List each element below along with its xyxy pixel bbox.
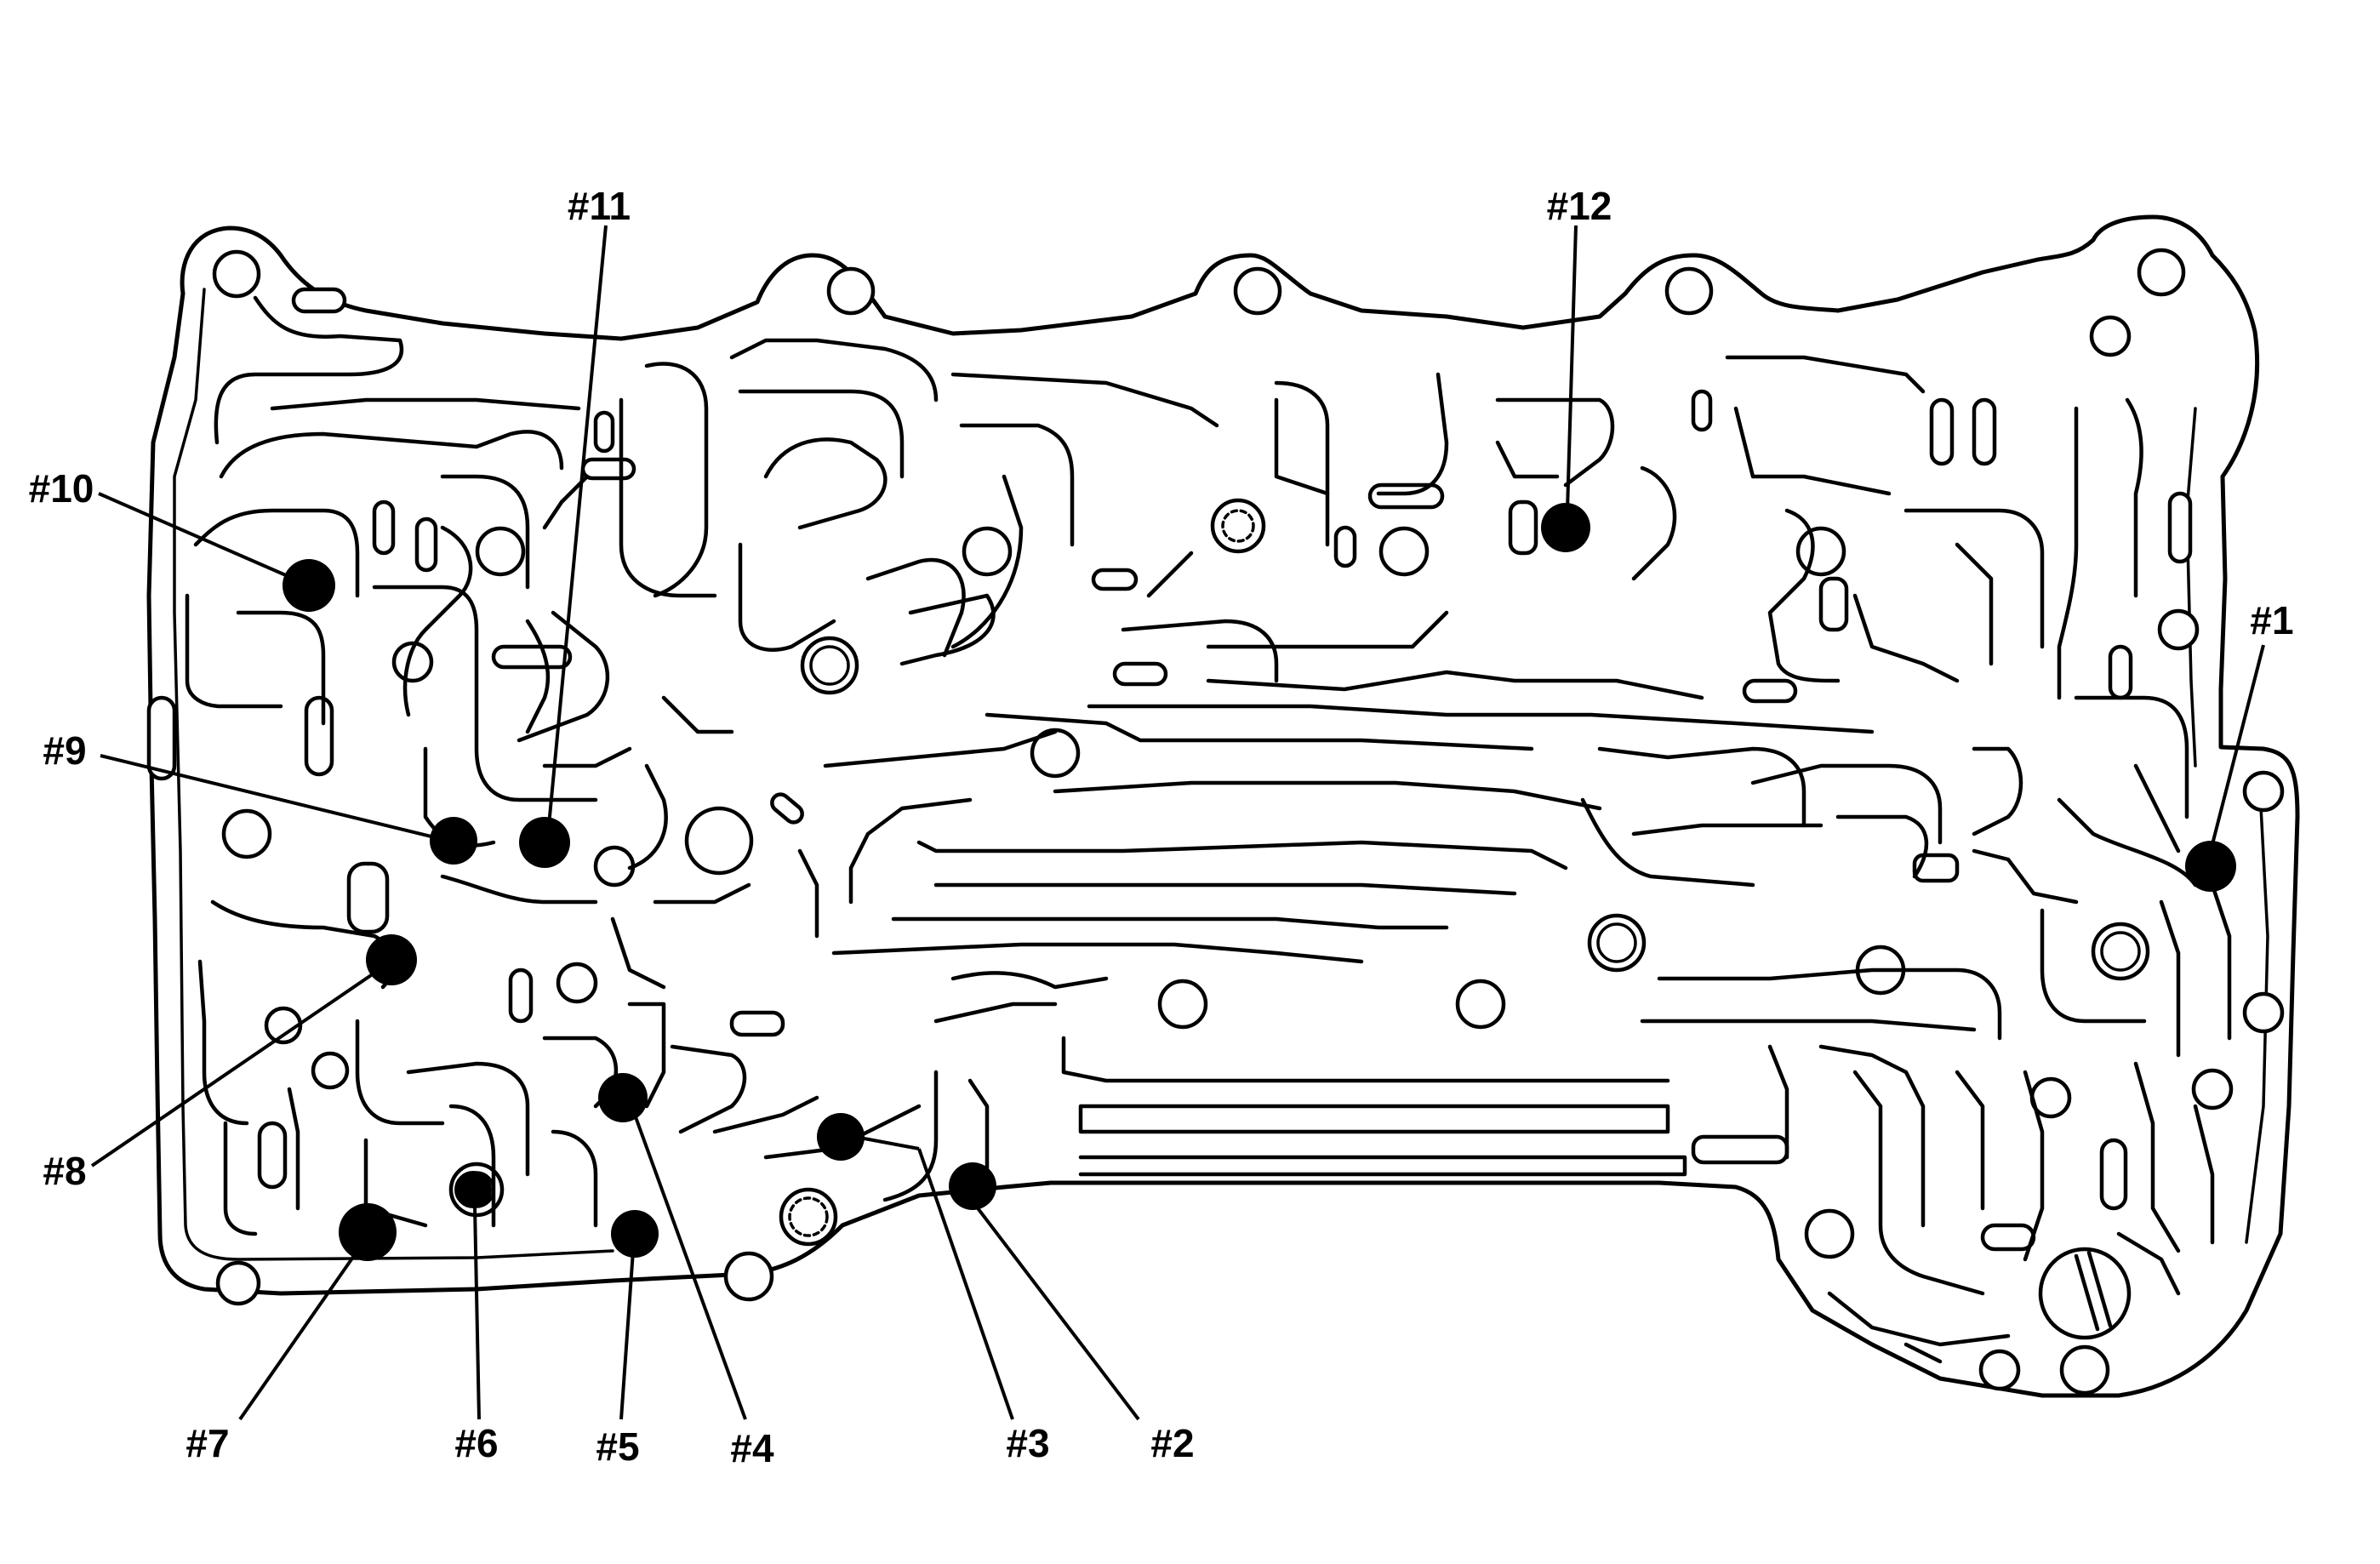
checkball-11 [519,817,570,868]
callout-label-6: #6 [454,1421,498,1465]
checkballs [283,503,2236,1261]
callout-label-9: #9 [43,728,86,773]
callout-labels: #1 #2 #3 #4 #5 #6 #7 #8 #9 #10 #11 #12 [29,184,2294,1470]
checkball-1 [2185,841,2236,892]
callout-label-10: #10 [29,466,94,511]
checkball-4 [598,1073,648,1122]
slot-features [146,287,2193,1252]
callout-label-3: #3 [1006,1421,1049,1465]
callout-label-2: #2 [1150,1421,1194,1465]
checkball-8 [366,934,417,985]
checkball-10 [283,559,335,612]
fluid-channels [185,295,2232,1364]
checkball-2 [949,1162,996,1210]
valve-body-outline [146,214,2300,1398]
checkball-3 [817,1113,865,1161]
callout-label-4: #4 [730,1426,774,1470]
leader-lines [90,225,2265,1421]
bolt-holes [212,248,2285,1396]
checkball-6-ring [454,1171,492,1208]
callout-label-11: #11 [568,184,631,228]
checkball-9 [430,817,477,865]
callout-label-1: #1 [2250,598,2293,642]
callout-label-8: #8 [43,1149,86,1193]
checkball-12 [1541,503,1590,552]
callout-label-12: #12 [1547,184,1612,228]
callout-label-5: #5 [596,1424,639,1469]
callout-label-7: #7 [185,1421,229,1465]
checkball-7 [339,1203,397,1261]
checkball-5 [611,1210,659,1258]
